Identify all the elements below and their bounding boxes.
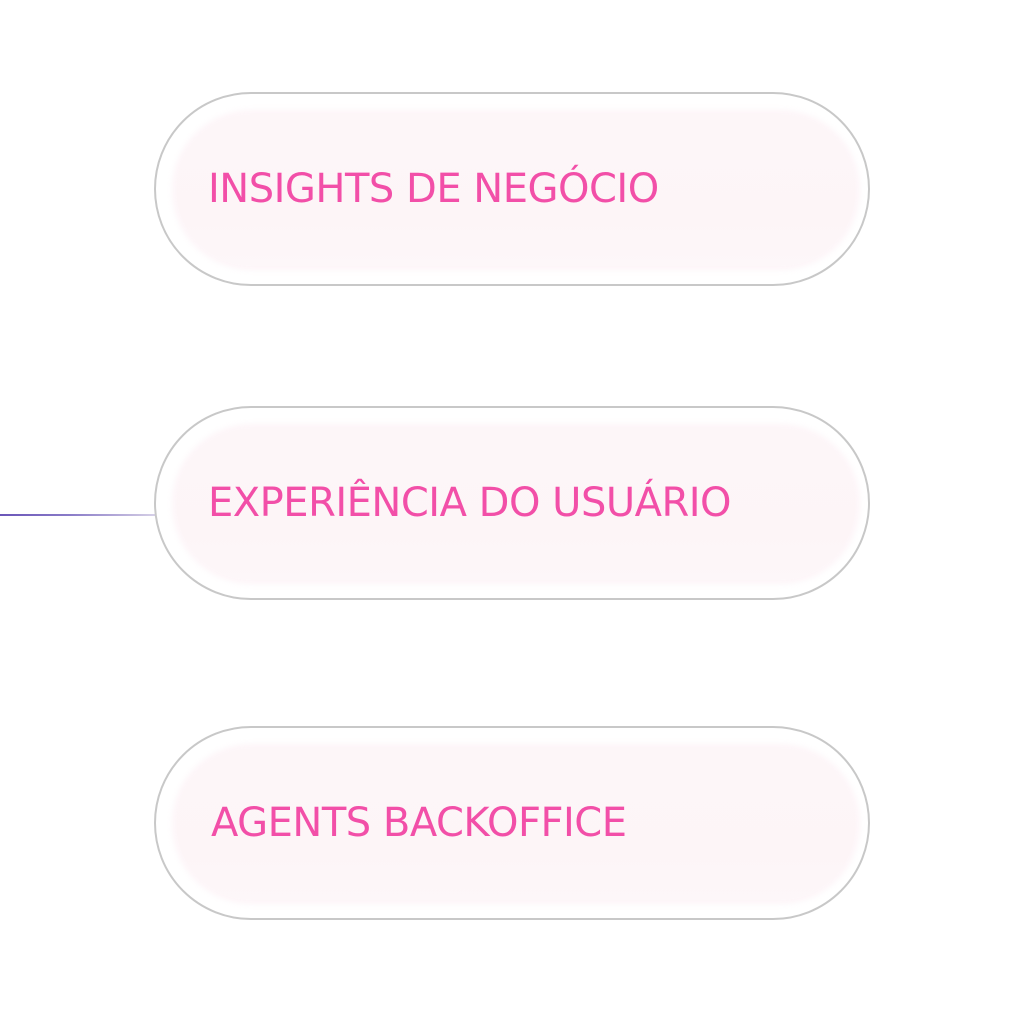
pill-inner-fill — [176, 114, 856, 266]
pill-experiencia-do-usuario[interactable]: EXPERIÊNCIA DO USUÁRIO — [154, 406, 870, 600]
pill-inner-fill — [176, 428, 856, 580]
connector-line — [0, 514, 200, 516]
pill-label: INSIGHTS DE NEGÓCIO — [208, 166, 659, 212]
pill-agents-backoffice[interactable]: AGENTS BACKOFFICE — [154, 726, 870, 920]
pill-label: AGENTS BACKOFFICE — [211, 800, 627, 846]
pill-label: EXPERIÊNCIA DO USUÁRIO — [208, 480, 732, 526]
pill-insights-de-negocio[interactable]: INSIGHTS DE NEGÓCIO — [154, 92, 870, 286]
pill-inner-fill — [176, 748, 856, 900]
